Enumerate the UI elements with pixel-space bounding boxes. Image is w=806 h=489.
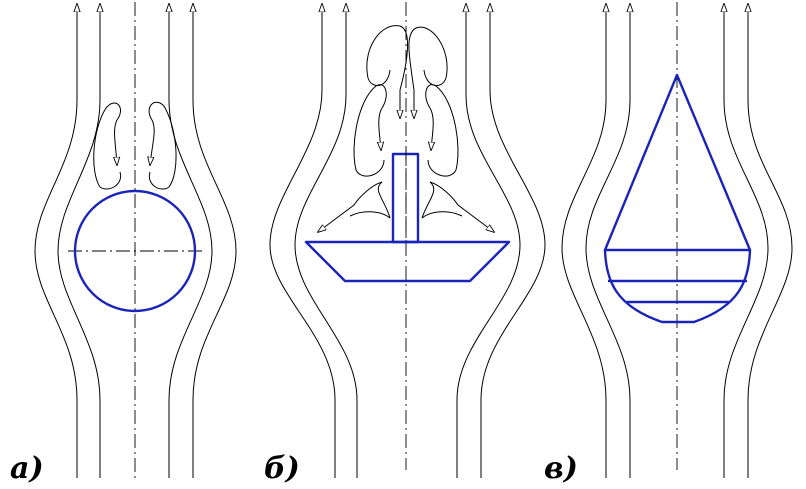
panel-v-streamline-1 <box>561 4 606 478</box>
panel-a-label: а) <box>10 451 44 486</box>
panel-b-vortex-left-2 <box>349 211 391 219</box>
panel-b-vortex-right-2 <box>421 211 463 219</box>
panel-v-bowl <box>603 249 752 324</box>
panel-a-eddy-left-lower <box>99 171 122 190</box>
panel-v-label: в) <box>544 451 578 486</box>
panel-a-eddy-left <box>93 102 121 188</box>
panel-b-vortex-left <box>318 181 391 232</box>
panel-b-rod <box>391 152 420 244</box>
panel-v-cone <box>603 73 752 252</box>
panel-a-streamline-1 <box>34 4 77 478</box>
panel-b-eddy-top-left <box>366 25 409 118</box>
panel-b-plate <box>304 240 511 283</box>
panel-b-eddy-top-right-close <box>423 69 447 86</box>
panel-v-streamline-4 <box>748 4 793 478</box>
panel-b-eddy-mid-right <box>425 84 459 171</box>
panel-a-eddy-right <box>149 101 177 188</box>
panel-b-vortex-right <box>421 181 494 232</box>
panel-a: а) <box>10 2 237 486</box>
panel-a-eddy-right-lower <box>148 171 170 190</box>
panel-b-label: б) <box>264 451 300 486</box>
panel-b-eddy-top-left-close <box>367 69 391 86</box>
panel-v: в) <box>544 2 793 486</box>
panel-b-streamline-3 <box>456 4 521 478</box>
panel-a-streamline-4 <box>193 4 237 478</box>
panel-v-streamline-2 <box>585 4 630 478</box>
panel-b-streamline-2 <box>294 4 358 478</box>
panel-b-streamline-4 <box>480 4 546 478</box>
panel-b-eddy-mid-right-close <box>427 159 457 177</box>
panel-a-circle-body <box>73 189 197 313</box>
panel-b: б) <box>264 2 546 486</box>
panel-b-eddy-top-right <box>408 26 448 118</box>
panel-a-streamline-2 <box>57 4 100 478</box>
panel-a-streamline-3 <box>169 4 213 478</box>
panel-b-eddy-mid-left <box>353 84 387 171</box>
panel-b-eddy-mid-left-close <box>355 159 385 177</box>
panel-b-streamline-1 <box>269 4 336 478</box>
panel-v-streamline-3 <box>724 4 769 478</box>
